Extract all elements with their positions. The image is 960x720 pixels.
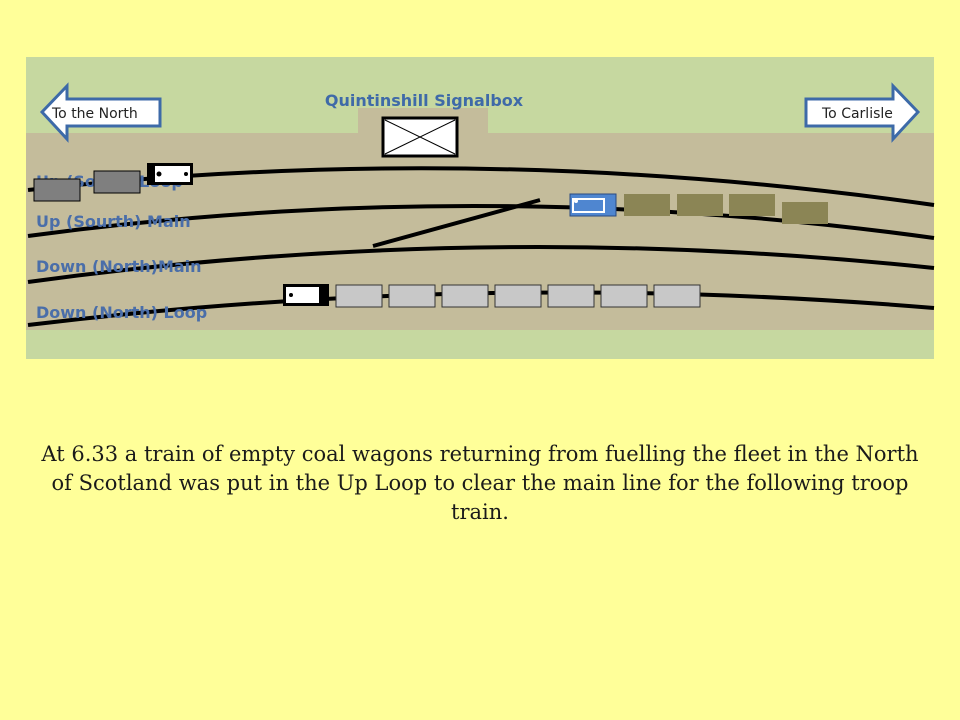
wagon-overlay — [33, 178, 81, 202]
train-down-loop — [283, 284, 701, 308]
wagon — [388, 284, 436, 308]
wagon — [624, 194, 670, 216]
wagon — [494, 284, 542, 308]
wagon — [547, 284, 595, 308]
rail-down-main — [27, 245, 935, 284]
train-up-main — [569, 193, 828, 224]
caption-text: At 6.33 a train of empty coal wagons ret… — [41, 442, 919, 524]
signalbox-title: Quintinshill Signalbox — [325, 91, 524, 110]
wagon — [653, 284, 701, 308]
arrow-right-label: To Carlisle — [821, 106, 893, 122]
wagon — [729, 194, 775, 216]
wagon — [782, 202, 828, 224]
wagon — [600, 284, 648, 308]
locomotive-overlay-icon — [147, 163, 193, 185]
track-label-up-main: Up (Sourth) Main — [36, 212, 191, 231]
locomotive-icon — [283, 284, 329, 306]
arrow-left-label: To the North — [51, 106, 138, 122]
wagon — [335, 284, 383, 308]
track-label-down-loop: Down (North) Loop — [36, 303, 207, 322]
wagon-overlay — [93, 170, 141, 194]
arrow-to-carlisle: To Carlisle — [804, 82, 921, 143]
blue-locomotive-icon — [569, 193, 617, 217]
signalbox-icon — [381, 116, 459, 158]
wagon — [677, 194, 723, 216]
track-label-down-main: Down (North)Main — [36, 257, 202, 276]
arrow-to-north: To the North — [39, 82, 162, 143]
crossover — [372, 198, 541, 248]
wagon — [441, 284, 489, 308]
